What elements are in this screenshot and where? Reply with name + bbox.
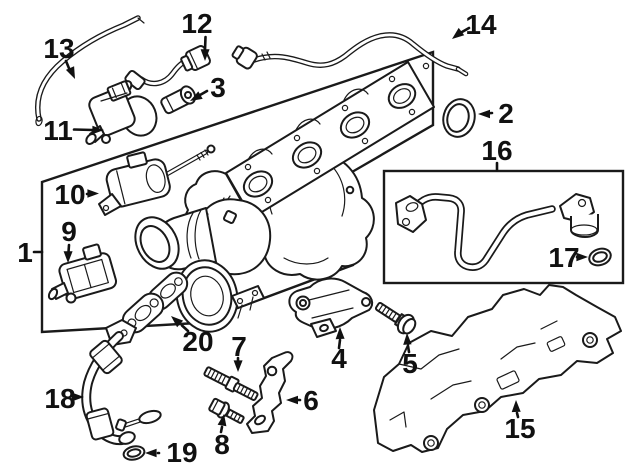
callout-18: 18 [44,383,84,414]
callout-20: 20 [171,316,214,357]
part-10-wastegate-actuator [98,151,171,216]
callout-label-4: 4 [331,343,347,374]
callout-1: 1 [17,237,44,268]
callout-arrow-10 [87,189,99,198]
callout-arrow-18 [72,392,84,402]
callout-3: 3 [190,72,226,103]
part-12-breather-hose [119,45,211,94]
part-13-vacuum-hose [35,15,145,127]
callout-label-1: 1 [17,237,33,268]
callout-label-3: 3 [210,72,226,103]
part-16-oil-supply-line [395,193,599,271]
callout-11: 11 [43,115,104,146]
part-15-heat-shield [373,284,622,453]
callout-arrow-14 [452,27,465,39]
part-4-support-bracket [288,277,374,338]
callout-12: 12 [181,8,213,61]
callout-label-2: 2 [498,98,514,129]
callout-9: 9 [61,216,77,263]
callout-15: 15 [504,400,536,444]
callout-label-8: 8 [214,429,230,460]
callout-arrow-4 [335,327,345,340]
part-6-bracket [246,351,294,434]
callout-arrow-6 [286,395,298,405]
callout-label-19: 19 [166,437,197,468]
part-17-o-ring [588,247,612,267]
callout-arrow-2 [478,109,490,119]
callout-label-13: 13 [43,33,74,64]
callout-arrow-20 [171,316,184,328]
callout-arrow-13 [65,66,75,79]
callout-13: 13 [43,33,75,79]
part-5-bolt [374,301,417,335]
part-20-gaskets [121,271,189,334]
callout-arrow-7 [233,360,243,372]
callout-16: 16 [481,135,513,172]
part-9-vacuum-actuator [47,243,118,304]
part-3-connector-sleeve [160,85,197,115]
callout-label-7: 7 [231,331,247,362]
manifold-ports [242,83,417,198]
part-7-stud [203,366,259,401]
callout-label-11: 11 [43,115,73,146]
callout-8: 8 [214,414,230,460]
callouts: 1 2 3 4 5 6 7 [17,8,588,468]
callout-arrow-12 [200,49,210,61]
callout-label-14: 14 [465,9,497,40]
part-18-oil-return-pipe [81,319,162,446]
part-19-o-ring [122,445,146,461]
callout-label-6: 6 [303,385,319,416]
callout-arrow-17 [576,252,588,262]
callout-label-10: 10 [54,179,85,210]
callout-label-18: 18 [44,383,75,414]
callout-2: 2 [478,98,514,129]
callout-arrow-5 [403,333,412,345]
callout-arrow-15 [511,400,521,413]
part-8-bolt [208,397,245,424]
callout-19: 19 [145,437,198,468]
callout-arrow-9 [63,251,73,263]
callout-label-9: 9 [61,216,77,247]
callout-label-5: 5 [402,348,418,379]
callout-arrow-19 [145,448,157,458]
callout-label-15: 15 [504,413,535,444]
callout-arrow-3 [190,91,203,101]
turbocharger-assembly [134,61,435,333]
callout-label-17: 17 [548,242,579,273]
callout-5: 5 [402,333,418,379]
callout-14: 14 [452,9,497,40]
callout-label-16: 16 [481,135,512,166]
detail-box-16 [382,169,625,285]
callout-6: 6 [286,385,319,416]
callout-10: 10 [54,179,99,210]
part-14-coolant-line [231,32,469,77]
callout-arrow-8 [217,414,227,427]
part-11-solenoid-valve [85,80,158,145]
callout-label-12: 12 [181,8,212,39]
callout-4: 4 [331,327,347,374]
callout-7: 7 [231,331,247,372]
callout-17: 17 [548,242,588,273]
callout-arrow-11 [92,125,104,135]
part-2-seal-ring [442,98,476,138]
